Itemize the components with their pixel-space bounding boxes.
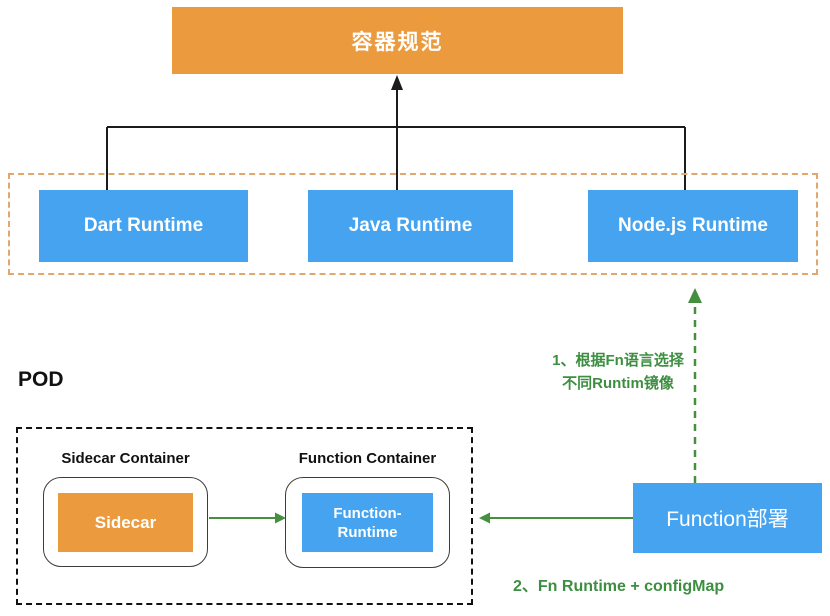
up-arrowhead-black xyxy=(391,75,403,90)
node-dart-runtime: Dart Runtime xyxy=(39,190,248,262)
left-arrowhead-green xyxy=(479,512,490,524)
up-arrowhead-green xyxy=(688,288,702,303)
pod-dashed-border xyxy=(16,427,473,605)
function-runtime-line2: Runtime xyxy=(337,523,398,541)
sidecar-container-label: Sidecar Container xyxy=(61,450,190,467)
node-nodejs-runtime: Node.js Runtime xyxy=(588,190,798,262)
node-container-spec: 容器规范 xyxy=(172,7,623,74)
annotation-step2: 2、Fn Runtime + configMap xyxy=(513,578,725,595)
node-function-deploy: Function部署 xyxy=(633,483,822,553)
node-function-runtime: Function- Runtime xyxy=(302,493,433,552)
annotation-step1: 1、根据Fn语言选择 不同Runtim镜像 xyxy=(538,349,698,395)
right-arrowhead-green xyxy=(275,512,286,524)
runtime-group-dashed-border xyxy=(8,173,818,275)
node-sidecar: Sidecar xyxy=(58,493,193,552)
node-java-runtime: Java Runtime xyxy=(308,190,513,262)
annotation-step1-line2: 不同Runtim镜像 xyxy=(562,375,674,392)
function-container-label: Function Container xyxy=(298,450,437,467)
annotation-step1-line1: 1、根据Fn语言选择 xyxy=(552,352,684,369)
function-runtime-line1: Function- xyxy=(333,504,402,522)
pod-title: POD xyxy=(18,368,64,391)
